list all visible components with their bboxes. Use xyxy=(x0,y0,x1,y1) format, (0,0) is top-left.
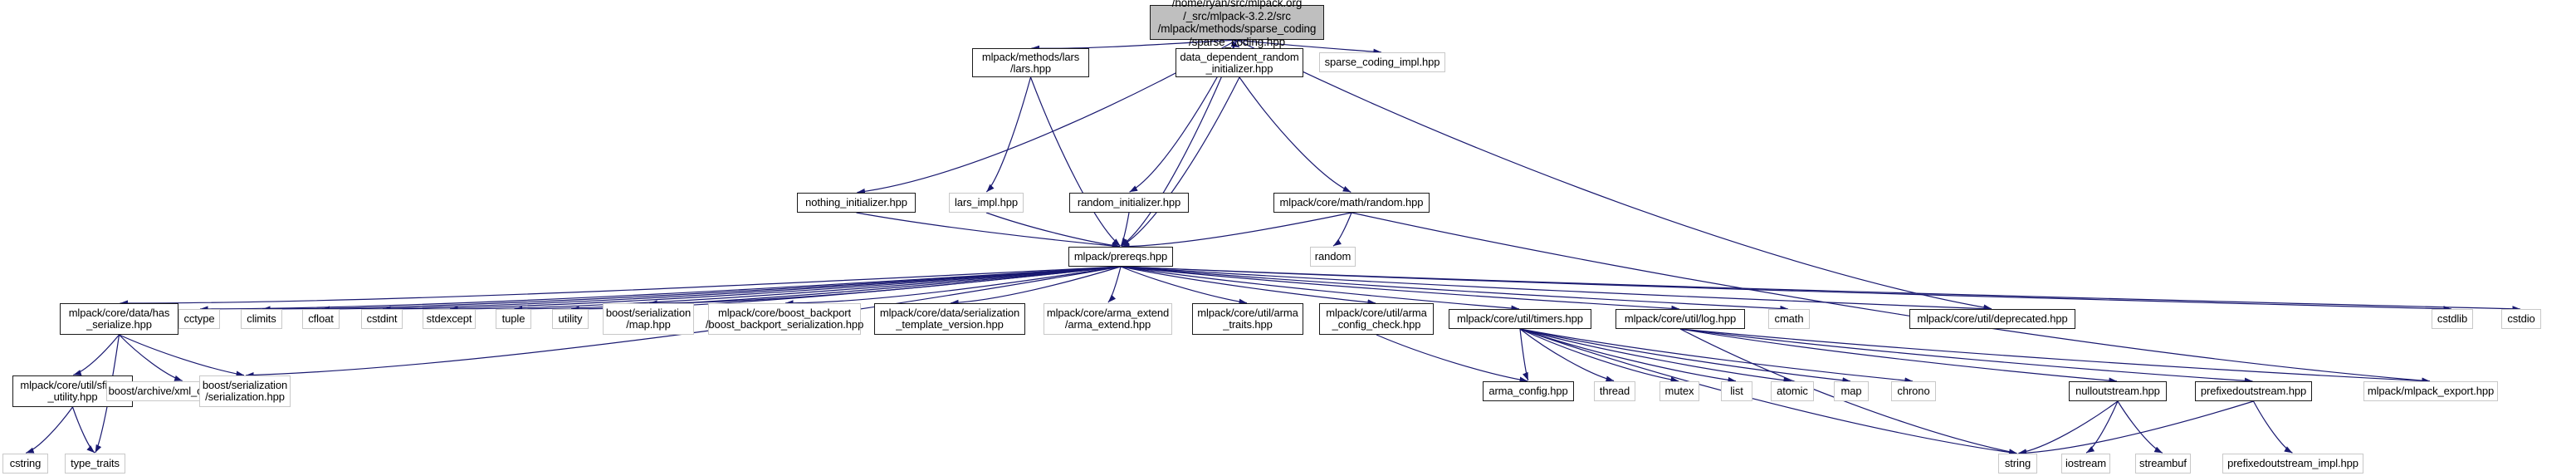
edge-prefixedoutstream-to-string xyxy=(2018,400,2254,456)
graph-node-deprecated[interactable]: mlpack/core/util/deprecated.hpp xyxy=(1909,309,2075,329)
graph-node-has_serialize[interactable]: mlpack/core/data/has _serialize.hpp xyxy=(60,303,178,335)
graph-node-sparse_impl[interactable]: sparse_coding_impl.hpp xyxy=(1319,52,1445,72)
graph-node-prefixedoutstream_impl[interactable]: prefixedoutstream_impl.hpp xyxy=(2222,454,2363,474)
edge-prereqs-to-boost_ser_map xyxy=(648,266,1122,307)
graph-node-arma_config[interactable]: arma_config.hpp xyxy=(1483,381,1574,401)
edge-has_serialize-to-boost_ser xyxy=(119,334,245,377)
edge-math_random-to-random xyxy=(1332,212,1352,247)
edge-ddri-to-math_random xyxy=(1239,76,1352,193)
edge-prereqs-to-arma_traits xyxy=(1120,266,1248,305)
edge-has_serialize-to-sfinae_utility xyxy=(73,334,120,375)
graph-node-nothing_init[interactable]: nothing_initializer.hpp xyxy=(797,193,916,213)
graph-node-mutex[interactable]: mutex xyxy=(1659,381,1699,401)
edge-nulloutstream-to-streambuf xyxy=(2117,400,2163,454)
edge-lars-to-lars_impl xyxy=(985,76,1032,193)
graph-node-list[interactable]: list xyxy=(1721,381,1752,401)
graph-node-arma_config_check[interactable]: mlpack/core/util/arma _config_check.hpp xyxy=(1319,303,1434,335)
edge-math_random-to-mlpack_export xyxy=(1351,212,2431,384)
edge-timers-to-arma_config xyxy=(1519,328,1529,381)
edge-log-to-prefixedoutstream xyxy=(1679,328,2253,384)
graph-node-lars[interactable]: mlpack/methods/lars /lars.hpp xyxy=(972,48,1089,77)
edge-prereqs-to-arma_extend xyxy=(1107,266,1122,303)
graph-node-ddri[interactable]: data_dependent_random _initializer.hpp xyxy=(1176,48,1303,77)
edge-nulloutstream-to-iostream xyxy=(2085,400,2119,454)
edge-lars-to-prereqs xyxy=(1029,76,1121,247)
edge-timers-to-map xyxy=(1519,328,1851,384)
graph-node-cstring[interactable]: cstring xyxy=(2,454,48,474)
edge-lars_impl-to-prereqs xyxy=(985,212,1121,248)
graph-node-climits[interactable]: climits xyxy=(241,309,282,329)
graph-node-sfinae_utility[interactable]: mlpack/core/util/sfinae _utility.hpp xyxy=(12,375,133,407)
edge-timers-to-atomic xyxy=(1519,328,1792,384)
graph-node-tuple[interactable]: tuple xyxy=(496,309,531,329)
graph-node-mlpack_export[interactable]: mlpack/mlpack_export.hpp xyxy=(2363,381,2498,401)
graph-node-math_random[interactable]: mlpack/core/math/random.hpp xyxy=(1273,193,1430,213)
graph-node-random[interactable]: random xyxy=(1310,247,1356,267)
graph-node-streambuf[interactable]: streambuf xyxy=(2135,454,2191,474)
graph-node-timers[interactable]: mlpack/core/util/timers.hpp xyxy=(1449,309,1591,329)
graph-node-boost_ser[interactable]: boost/serialization /serialization.hpp xyxy=(199,375,291,407)
edge-prefixedoutstream-to-prefixedoutstream_impl xyxy=(2252,400,2293,454)
edge-log-to-nulloutstream xyxy=(1679,328,2118,384)
edge-ddri-to-prereqs xyxy=(1121,76,1240,247)
edge-nulloutstream-to-string xyxy=(2018,400,2119,455)
edge-random_init-to-prereqs xyxy=(1120,212,1130,247)
edge-timers-to-thread xyxy=(1519,328,1615,382)
graph-node-cfloat[interactable]: cfloat xyxy=(302,309,340,329)
edge-sfinae_utility-to-type_traits xyxy=(71,406,95,454)
edge-timers-to-list xyxy=(1519,328,1737,383)
graph-node-prereqs[interactable]: mlpack/prereqs.hpp xyxy=(1068,247,1173,267)
graph-node-lars_impl[interactable]: lars_impl.hpp xyxy=(949,193,1024,213)
edge-root-to-deprecated xyxy=(1236,39,1992,311)
graph-node-arma_traits[interactable]: mlpack/core/util/arma _traits.hpp xyxy=(1192,303,1303,335)
graph-node-atomic[interactable]: atomic xyxy=(1771,381,1814,401)
edge-prereqs-to-has_serialize xyxy=(120,266,1122,307)
graph-node-cmath[interactable]: cmath xyxy=(1768,309,1810,329)
edge-prereqs-to-arma_config_check xyxy=(1120,266,1376,306)
edge-timers-to-mutex xyxy=(1519,328,1679,383)
graph-node-cstdlib[interactable]: cstdlib xyxy=(2432,309,2473,329)
graph-node-prefixedoutstream[interactable]: prefixedoutstream.hpp xyxy=(2195,381,2312,401)
graph-node-log[interactable]: mlpack/core/util/log.hpp xyxy=(1615,309,1745,329)
edge-prereqs-to-boost_backport xyxy=(785,266,1122,307)
graph-node-arma_extend[interactable]: mlpack/core/arma_extend /arma_extend.hpp xyxy=(1044,303,1172,335)
graph-node-iostream[interactable]: iostream xyxy=(2061,454,2110,474)
edge-math_random-to-prereqs xyxy=(1121,212,1352,250)
edge-prereqs-to-ser_template xyxy=(950,266,1122,306)
graph-node-map[interactable]: map xyxy=(1834,381,1869,401)
graph-node-cstdio[interactable]: cstdio xyxy=(2501,309,2541,329)
edge-arma_config_check-to-arma_config xyxy=(1376,334,1528,383)
edge-log-to-mlpack_export xyxy=(1679,328,2431,385)
graph-node-root[interactable]: /home/ryan/src/mlpack.org /_src/mlpack-3… xyxy=(1150,0,1324,48)
graph-node-boost_ser_map[interactable]: boost/serialization /map.hpp xyxy=(603,303,694,335)
graph-node-nulloutstream[interactable]: nulloutstream.hpp xyxy=(2069,381,2167,401)
graph-node-cctype[interactable]: cctype xyxy=(178,309,220,329)
graph-node-cstdint[interactable]: cstdint xyxy=(361,309,403,329)
graph-node-stdexcept[interactable]: stdexcept xyxy=(423,309,476,329)
graph-node-random_init[interactable]: random_initializer.hpp xyxy=(1069,193,1189,213)
edge-sfinae_utility-to-cstring xyxy=(26,406,73,454)
graph-node-type_traits[interactable]: type_traits xyxy=(65,454,125,474)
graph-node-string[interactable]: string xyxy=(1998,454,2037,474)
graph-node-chrono[interactable]: chrono xyxy=(1891,381,1936,401)
edge-nothing_init-to-prereqs xyxy=(856,212,1121,249)
graph-node-boost_backport[interactable]: mlpack/core/boost_backport /boost_backpo… xyxy=(706,303,863,335)
graph-node-ser_template[interactable]: mlpack/core/data/serialization _template… xyxy=(874,303,1025,335)
graph-node-utility[interactable]: utility xyxy=(552,309,589,329)
edge-has_serialize-to-xml_oarchive xyxy=(119,334,183,381)
edge-timers-to-chrono xyxy=(1519,328,1914,384)
graph-node-thread[interactable]: thread xyxy=(1594,381,1635,401)
